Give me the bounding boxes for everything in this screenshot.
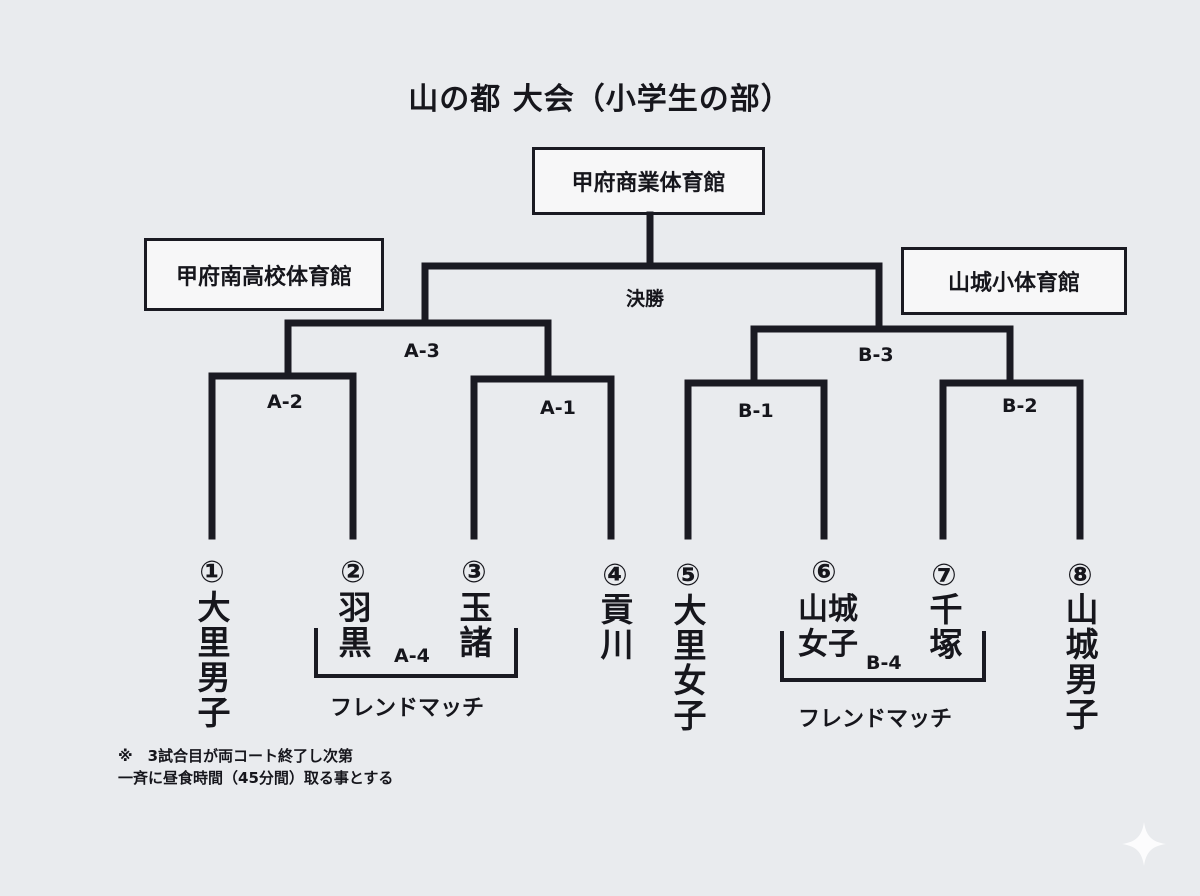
venue-box-right: 山城小体育館 [901, 247, 1127, 315]
match-label-b3: B-3 [858, 344, 894, 366]
friendly-match-label-right: フレンドマッチ [798, 707, 953, 732]
bracket-line-final [421, 262, 883, 327]
match-label-a2: A-2 [267, 391, 303, 413]
sparkle-icon [1122, 822, 1166, 866]
seed-number-3: ③ [461, 555, 487, 590]
lunch-note: ※ 3試合目が両コート終了し次第 一斉に昼食時間（45分間）取る事とする [118, 745, 393, 789]
bracket-line-a3 [284, 319, 552, 383]
team-name-1: 大里男子 [192, 590, 231, 730]
match-label-b2: B-2 [1002, 395, 1038, 417]
team-name-6-line1: 山城 [798, 592, 858, 627]
venue-box-left: 甲府南高校体育館 [144, 238, 384, 311]
team-name-7: 千塚 [924, 592, 963, 662]
bracket-line-b1 [684, 379, 828, 540]
team-name-3: 玉諸 [454, 590, 493, 660]
lunch-note-line2: 一斉に昼食時間（45分間）取る事とする [118, 769, 394, 787]
bracket-line-b2 [939, 379, 1084, 540]
venue-label-left: 甲府南高校体育館 [175, 264, 352, 290]
seed-number-2: ② [340, 555, 366, 590]
lunch-note-line1: ※ 3試合目が両コート終了し次第 [118, 747, 354, 765]
team-name-8: 山城男子 [1060, 592, 1099, 732]
venue-label-center: 甲府商業体育館 [571, 171, 726, 196]
seed-number-5: ⑤ [675, 558, 701, 593]
team-name-5: 大里女子 [668, 593, 707, 733]
page-title: 山の都 大会（小学生の部） [408, 82, 792, 117]
venue-box-center: 甲府商業体育館 [532, 147, 765, 215]
team-name-6-line2: 女子 [798, 627, 858, 662]
seed-number-8: ⑧ [1067, 558, 1093, 593]
bracket-line-a4 [314, 628, 518, 678]
venue-label-right: 山城小体育館 [947, 271, 1080, 296]
match-label-final: 決勝 [626, 288, 665, 310]
match-label-a3: A-3 [404, 340, 440, 362]
match-label-a1: A-1 [540, 397, 576, 419]
team-name-4: 貢川 [595, 592, 634, 662]
bracket-line-a1 [470, 375, 615, 540]
team-name-2: 羽黒 [333, 590, 372, 660]
bracket-line-b4 [780, 631, 986, 682]
friendly-match-label-left: フレンドマッチ [330, 696, 485, 721]
seed-number-7: ⑦ [931, 558, 957, 593]
seed-number-1: ① [199, 555, 225, 590]
match-label-a4: A-4 [394, 645, 430, 667]
match-label-b4: B-4 [866, 652, 902, 674]
bracket-line-b3 [750, 325, 1014, 387]
seed-number-6: ⑥ [811, 555, 837, 590]
bracket-line-a2 [208, 372, 357, 540]
match-label-b1: B-1 [738, 400, 774, 422]
team-name-6: 山城 女子 [788, 592, 868, 662]
seed-number-4: ④ [602, 558, 628, 593]
